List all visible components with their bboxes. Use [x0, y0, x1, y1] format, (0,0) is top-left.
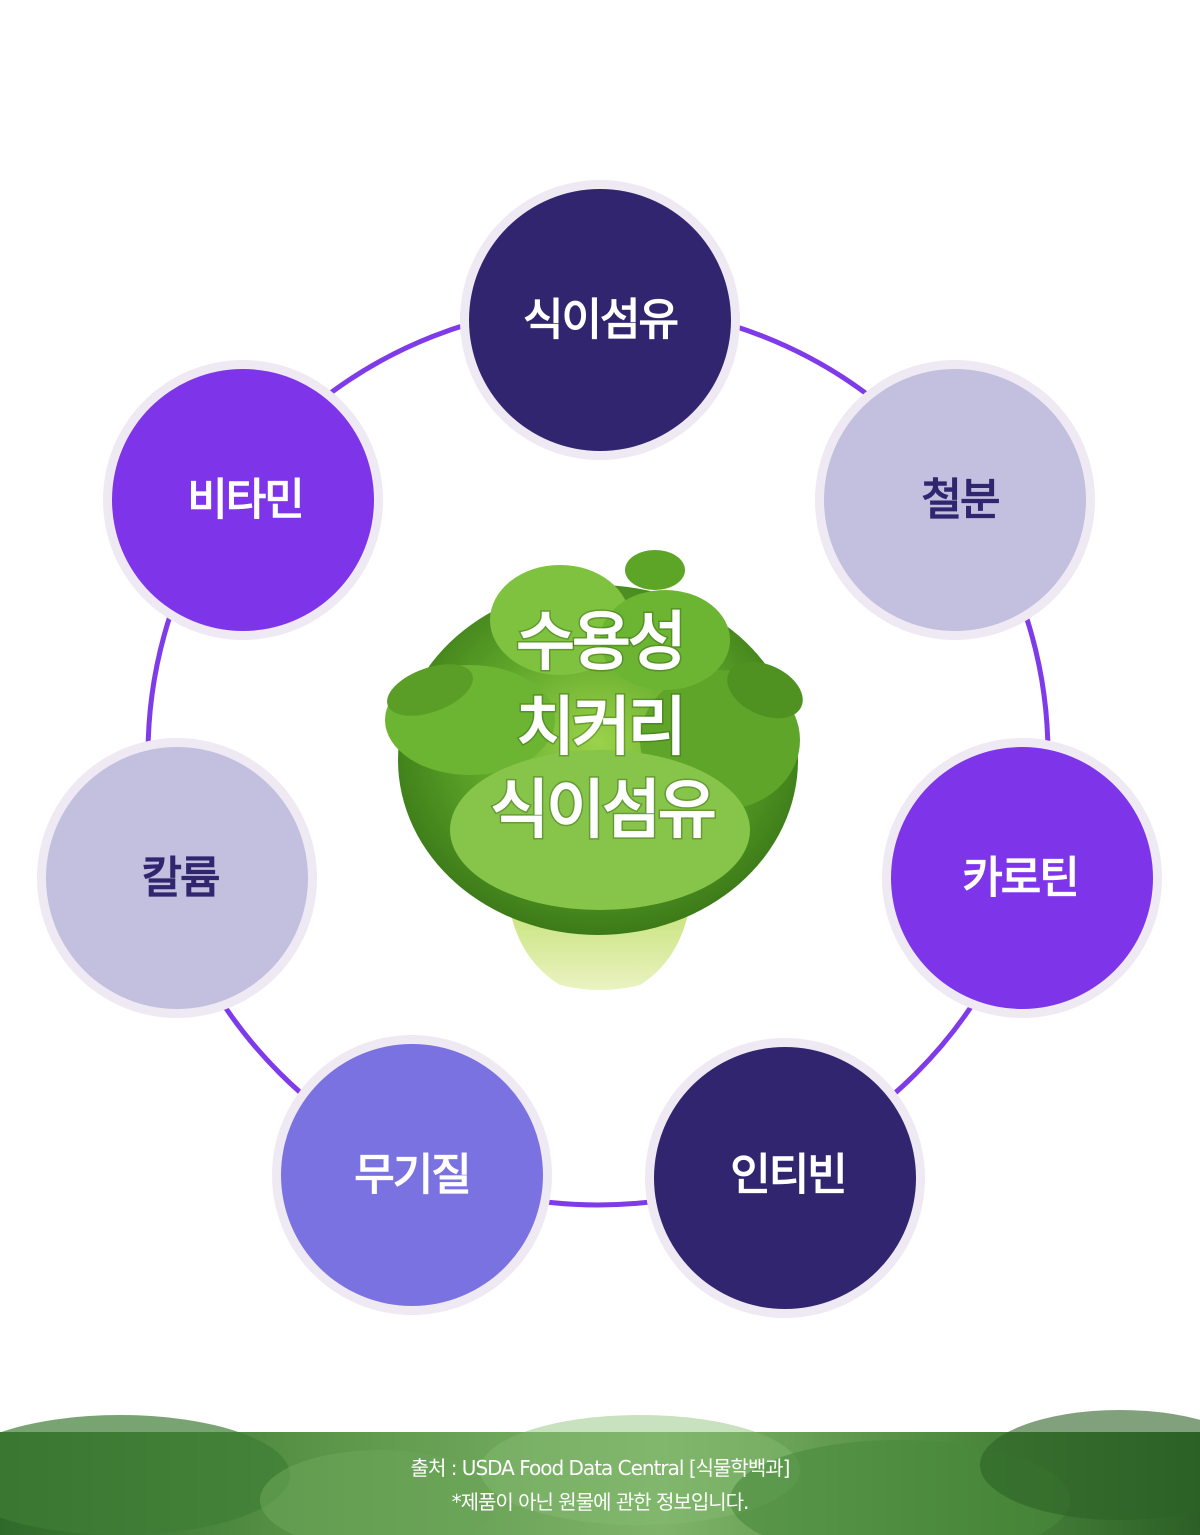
node-iron: 철분	[815, 360, 1095, 640]
node-circle	[824, 369, 1086, 631]
node-circle	[112, 369, 374, 631]
center-title-line-1: 수용성	[516, 606, 684, 680]
node-label: 철분	[922, 475, 999, 526]
node-circle	[281, 1044, 543, 1306]
node-intybin: 인티빈	[645, 1038, 925, 1318]
node-circle	[469, 189, 731, 451]
footer-source: 출처 : USDA Food Data Central [식물학백과]	[411, 1456, 790, 1480]
node-circle	[891, 747, 1153, 1009]
footer: 출처 : USDA Food Data Central [식물학백과] *제품이…	[0, 1410, 1200, 1535]
node-label: 인티빈	[730, 1150, 845, 1201]
center-title-line-3: 식이섬유	[490, 774, 715, 848]
node-potassium: 칼륨	[37, 738, 317, 1018]
chicory-image	[385, 550, 803, 990]
center-title-line-2: 치커리	[516, 691, 684, 765]
node-dietary-fiber: 식이섬유	[460, 180, 740, 460]
node-label: 카로틴	[962, 853, 1077, 904]
node-label: 칼륨	[142, 853, 219, 904]
node-carotene: 카로틴	[882, 738, 1162, 1018]
node-circle	[46, 747, 308, 1009]
node-circle	[654, 1047, 916, 1309]
node-label: 비타민	[187, 475, 302, 526]
center-title: 수용성 치커리 식이섬유	[489, 605, 720, 850]
node-label: 식이섬유	[523, 295, 677, 346]
node-minerals: 무기질	[272, 1035, 552, 1315]
node-label: 무기질	[354, 1150, 469, 1201]
footer-disclaimer: *제품이 아닌 원물에 관한 정보입니다.	[452, 1490, 749, 1514]
node-vitamin: 비타민	[103, 360, 383, 640]
